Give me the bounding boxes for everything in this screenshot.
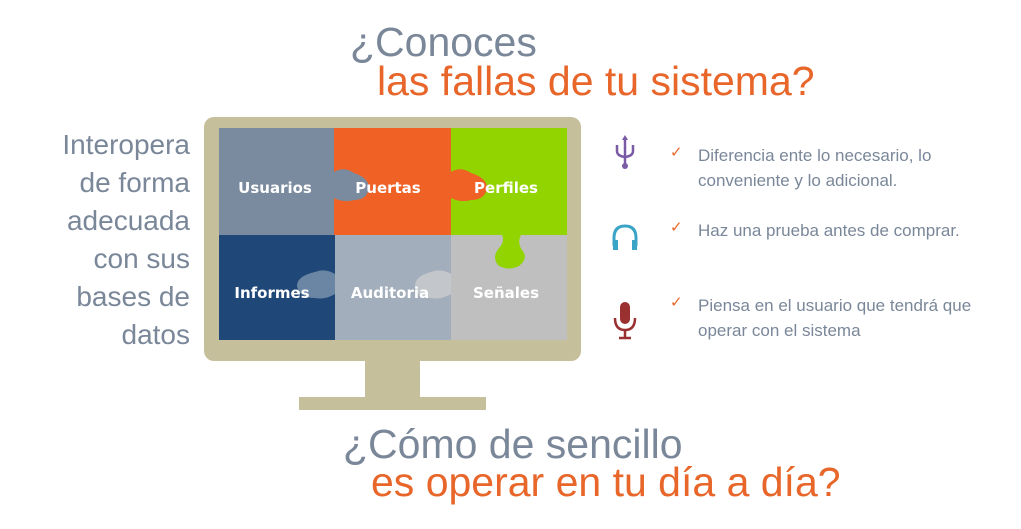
left-text-line: con sus xyxy=(93,243,191,274)
left-text-line: adecuada xyxy=(66,205,190,236)
tile-label: Señales xyxy=(473,284,539,302)
tile-label: Puertas xyxy=(355,179,421,197)
left-text-line: datos xyxy=(121,319,191,350)
puzzle-knob xyxy=(297,270,335,299)
footer-question-line2: es operar en tu día a día? xyxy=(371,459,841,505)
puzzle-knob xyxy=(334,169,369,202)
left-text-line: de forma xyxy=(79,167,191,198)
usb-icon xyxy=(615,135,635,169)
puzzle-tile-usuarios xyxy=(219,128,334,235)
check-icon: ✓ xyxy=(670,294,683,311)
tile-label: Informes xyxy=(234,284,309,302)
puzzle-knob xyxy=(495,235,525,269)
tile-label: Usuarios xyxy=(238,179,312,197)
microphone-icon xyxy=(613,302,637,340)
puzzle-knob xyxy=(415,270,451,299)
tip-text: Diferencia ente lo necesario, lo conveni… xyxy=(698,146,932,190)
check-icon: ✓ xyxy=(670,219,683,236)
tip-item: ✓ Haz una prueba antes de comprar. xyxy=(610,218,1010,268)
headphones-icon xyxy=(612,224,638,250)
footer-question-line1: ¿Cómo de sencillo xyxy=(343,421,683,467)
check-icon: ✓ xyxy=(670,144,683,161)
tip-item: ✓ Diferencia ente lo necesario, lo conve… xyxy=(610,135,1010,193)
left-text-line: Interopera xyxy=(62,129,190,160)
interoperability-text: Interopera de forma adecuada con sus bas… xyxy=(62,126,190,354)
left-text-line: bases de xyxy=(76,281,190,312)
header-question-line1: ¿Conoces xyxy=(350,19,537,65)
puzzle-knob xyxy=(451,169,487,202)
tile-label: Auditoria xyxy=(351,284,429,302)
tip-text: Piensa en el usuario que tendrá que oper… xyxy=(698,296,972,340)
puzzle-screen: Usuarios Puertas Perfiles Informes Audit… xyxy=(219,128,567,340)
monitor-neck xyxy=(365,360,420,400)
tip-item: ✓ Piensa en el usuario que tendrá que op… xyxy=(610,293,1010,343)
header-question-line2: las fallas de tu sistema? xyxy=(377,58,815,104)
tip-text: Haz una prueba antes de comprar. xyxy=(698,221,960,240)
monitor-base xyxy=(299,397,486,410)
tile-label: Perfiles xyxy=(474,179,538,197)
